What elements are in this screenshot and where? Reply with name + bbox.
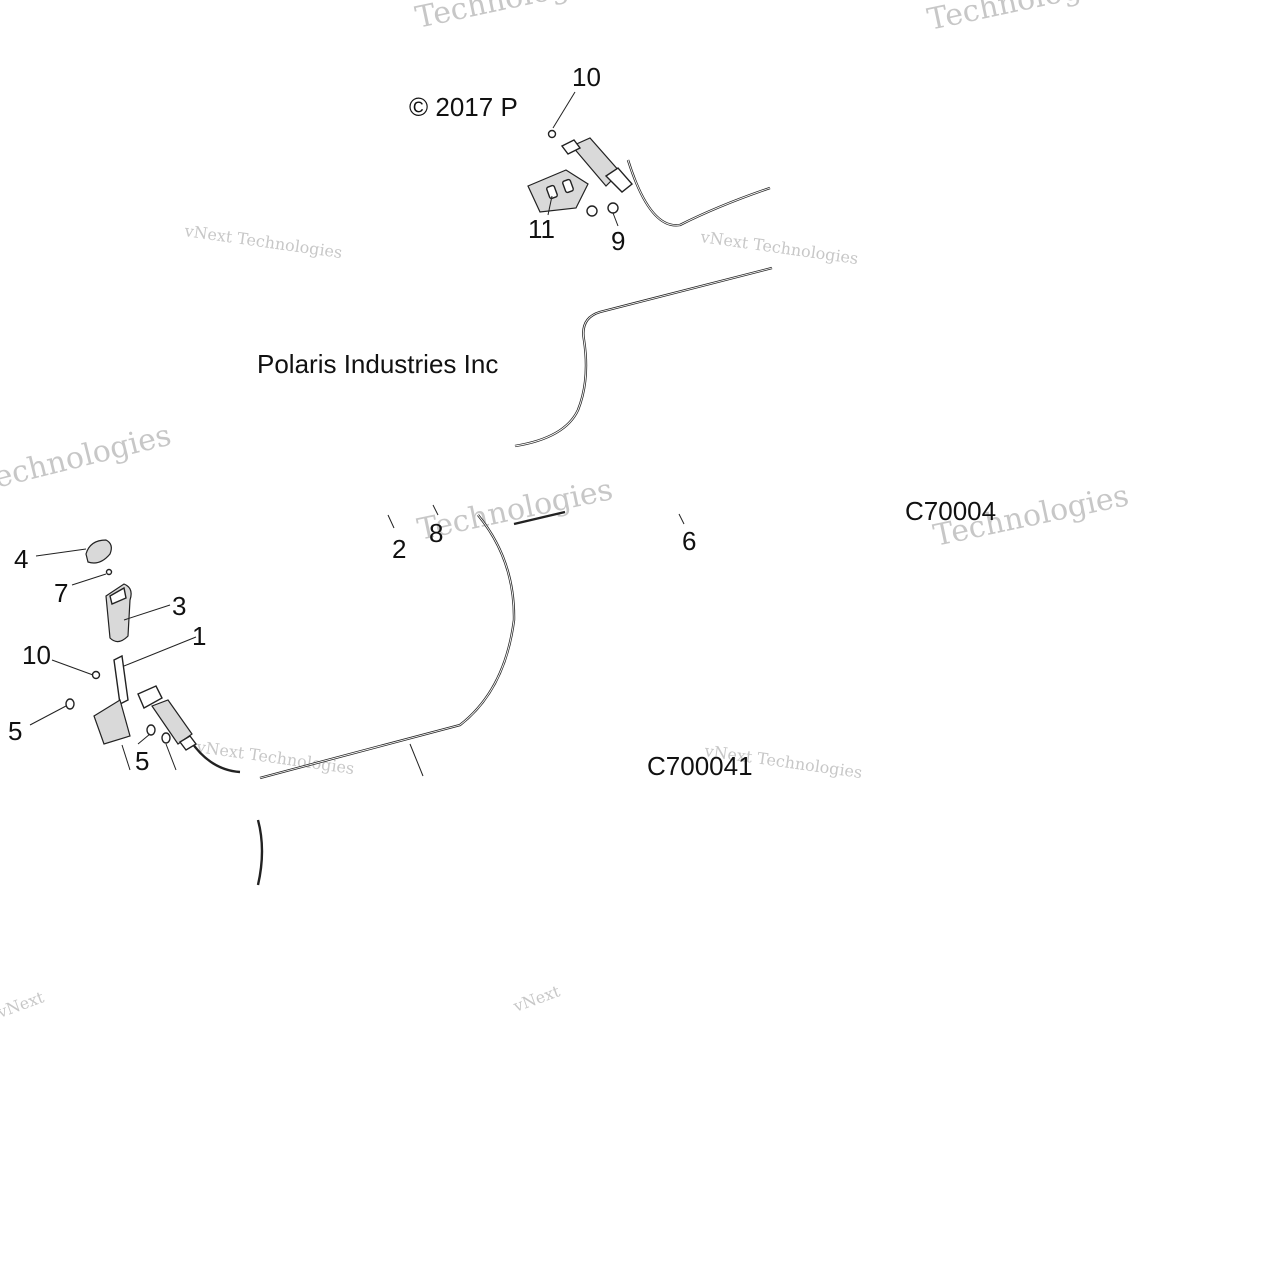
leader-lines <box>29 91 685 777</box>
callout-9: 8 <box>429 518 443 548</box>
handbrake-lever-assembly <box>65 539 198 751</box>
callout-4: 4 <box>14 544 28 574</box>
callout-1: 1 <box>192 621 206 651</box>
watermark-text: vNext Technologies <box>698 227 859 268</box>
callout-3: 3 <box>172 591 186 621</box>
callout-10: 10 <box>22 640 51 670</box>
watermark-text: Technologies <box>0 418 175 500</box>
callout-10: 10 <box>572 62 601 92</box>
copyright-text: © 2017 P <box>409 92 518 122</box>
callout-6: 6 <box>682 526 696 556</box>
callout-7: 9 <box>611 226 625 256</box>
watermark-text: Technologies <box>412 0 613 36</box>
company-name: Polaris Industries Inc <box>257 349 498 379</box>
callout-11: 11 <box>528 214 555 244</box>
callout-5: 5 <box>135 746 149 776</box>
watermark-text: vNext Technologies <box>194 737 355 778</box>
watermark-text: vNext Technologies <box>182 221 343 262</box>
callouts: 10 11 9 2 8 6 4 7 3 1 10 5 5 <box>8 62 696 776</box>
callout-2: 2 <box>392 534 406 564</box>
watermark-text: Technologies <box>924 0 1125 38</box>
watermark-text: vNext <box>510 981 563 1016</box>
upper-cable-end-assembly <box>527 129 634 217</box>
callout-5: 5 <box>8 716 22 746</box>
watermark-text: vNext <box>0 987 47 1022</box>
watermark-text: Technologies <box>414 472 615 548</box>
callout-8: 7 <box>54 578 68 608</box>
figure-code: C700041 <box>647 751 753 781</box>
figure-code-partial: C70004 <box>905 496 996 526</box>
